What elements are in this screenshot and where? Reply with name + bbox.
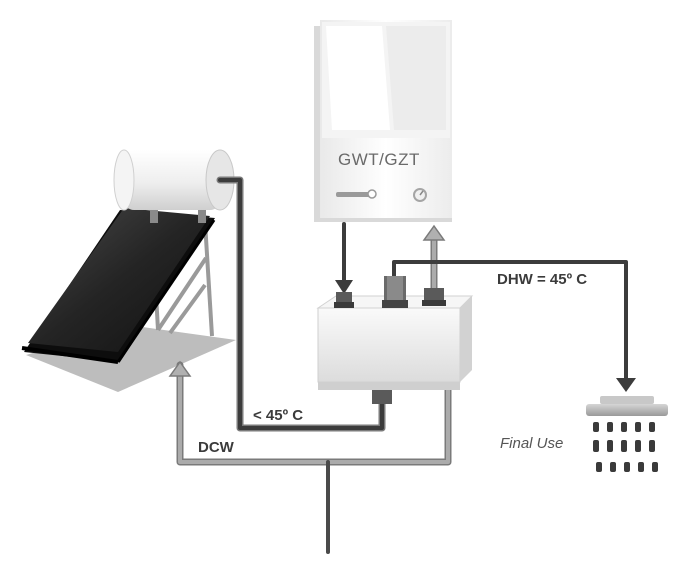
dcw-label: DCW	[198, 439, 234, 456]
boiler-unit-icon	[314, 20, 452, 222]
collector-panel	[28, 208, 210, 352]
arrow-up-boiler	[422, 224, 446, 241]
dhw-label: DHW = 45º C	[497, 271, 588, 288]
arrow-down-final	[616, 378, 636, 392]
shower-head-icon	[586, 396, 668, 472]
final-use-label: Final Use	[500, 435, 564, 452]
solar-temp-label: < 45º C	[253, 407, 304, 424]
arrow-up-dcw	[168, 360, 192, 377]
boiler-label: GWT/GZT	[338, 150, 420, 169]
mixing-valve-icon	[316, 276, 474, 404]
storage-tank-icon	[113, 149, 235, 211]
arrow-down-boiler	[335, 280, 353, 294]
solar-collector-icon	[21, 149, 236, 392]
flow-arrows	[168, 224, 636, 404]
